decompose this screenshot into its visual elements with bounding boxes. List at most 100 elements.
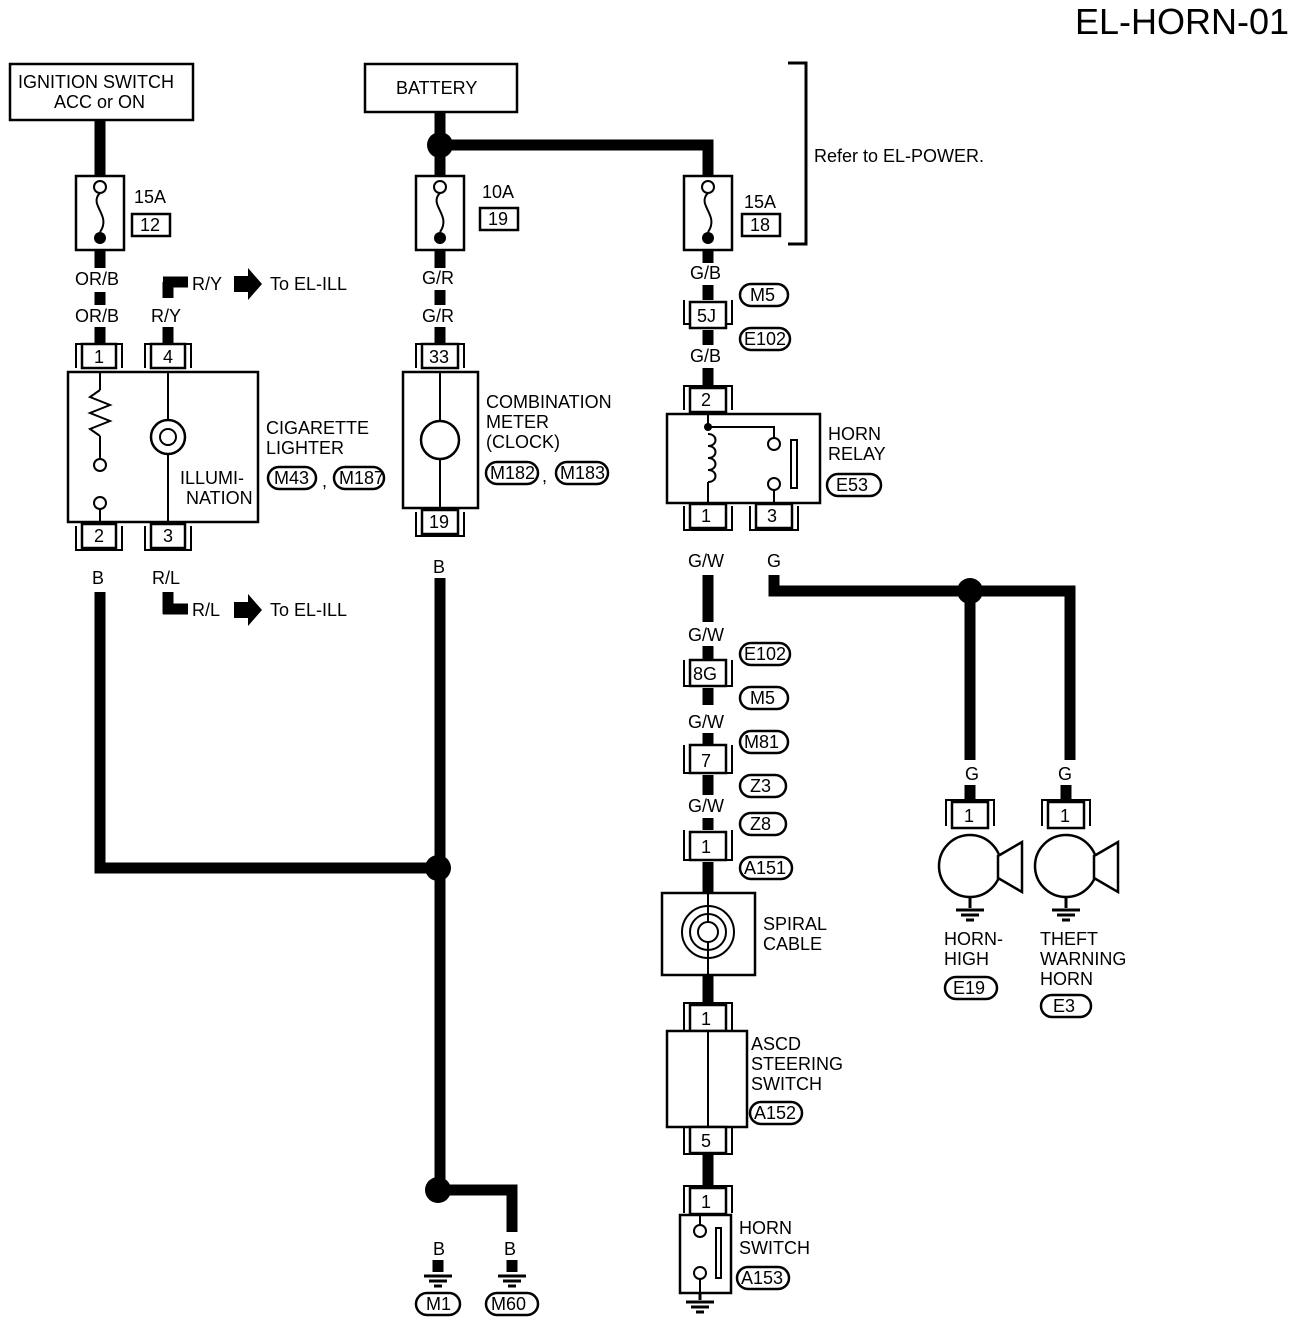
horn-relay-label: HORN <box>828 424 881 444</box>
fuse-19-number: 19 <box>488 209 508 229</box>
connector-m43 <box>266 465 318 491</box>
pin-4-label: 4 <box>163 347 173 367</box>
ground-m60-label: M60 <box>491 1294 526 1314</box>
combination-meter-label-3: (CLOCK) <box>486 432 560 452</box>
wire-label-r-l-2: R/L <box>192 600 220 620</box>
theft-horn-label: THEFT <box>1040 929 1098 949</box>
wire-label-g-w-3: G/W <box>688 712 724 732</box>
connector-a151-label: A151 <box>744 858 786 878</box>
ignition-switch-sublabel: ACC or ON <box>54 92 145 112</box>
battery-box <box>363 62 519 114</box>
clock-icon <box>419 419 461 461</box>
illumination-bulb-icon <box>149 418 187 456</box>
horn-high-icon <box>937 833 1003 899</box>
connector-m43-label: M43 <box>274 468 309 488</box>
wire-label-g-1: G <box>767 551 781 571</box>
ignition-switch-box <box>8 62 195 122</box>
wire-label-g-b-1: G/B <box>690 263 721 283</box>
fuse-18-rating: 15A <box>744 192 776 212</box>
ascd-pin-1-label: 1 <box>701 1009 711 1029</box>
ground-m1-label: M1 <box>426 1294 451 1314</box>
horn-switch-label: HORN <box>739 1218 792 1238</box>
combination-meter-label: COMBINATION <box>486 392 612 412</box>
ground-icon <box>424 1274 452 1288</box>
connector-m183 <box>554 460 610 486</box>
spiral-cable-label-2: CABLE <box>763 934 822 954</box>
connector-m187 <box>332 465 386 491</box>
connector-e102-label: E102 <box>744 644 786 664</box>
wire-label-or-b-2: OR/B <box>75 306 119 326</box>
illumination-label-2: NATION <box>186 488 253 508</box>
separator: , <box>542 466 547 486</box>
connector-a152-label: A152 <box>754 1103 796 1123</box>
theft-horn-label-2: WARNING <box>1040 949 1126 969</box>
fuse-12-rating: 15A <box>134 187 166 207</box>
ground-icon <box>686 1300 714 1314</box>
connector-m183-label: M183 <box>560 463 605 483</box>
fuse-12-number: 12 <box>140 215 160 235</box>
separator: , <box>322 471 327 491</box>
pin-2-label: 2 <box>701 390 711 410</box>
connector-m187-label: M187 <box>339 468 384 488</box>
connector-e3-label: E3 <box>1053 996 1075 1016</box>
cigarette-lighter-label: CIGARETTE <box>266 418 369 438</box>
theft-warning-horn-icon <box>1033 833 1099 899</box>
connector-e19-label: E19 <box>953 978 985 998</box>
pin-1-label: 1 <box>94 347 104 367</box>
connector-z3-label: Z3 <box>750 776 771 796</box>
wire-label-g-b-2: G/B <box>690 346 721 366</box>
wire-label-g-r-1: G/R <box>422 268 454 288</box>
wire-label-g-2: G <box>965 764 979 784</box>
fuse-19-rating: 10A <box>482 182 514 202</box>
wire-label-b-3: B <box>433 1239 445 1259</box>
theft-horn-label-3: HORN <box>1040 969 1093 989</box>
wire-label-or-b-1: OR/B <box>75 269 119 289</box>
wire-label-r-y-2: R/Y <box>151 306 181 326</box>
horn-high-pin-label: 1 <box>964 806 974 826</box>
connector-e102-label: E102 <box>744 329 786 349</box>
wire-label-r-l-1: R/L <box>152 568 180 588</box>
ground-icon <box>1052 908 1080 922</box>
relay-pin-1-label: 1 <box>701 506 711 526</box>
wire-label-b-1: B <box>92 568 104 588</box>
pin-8g-label: 8G <box>693 664 717 684</box>
cigarette-lighter-label-2: LIGHTER <box>266 438 344 458</box>
pin-2-label: 2 <box>94 526 104 546</box>
ascd-switch-label-3: SWITCH <box>751 1074 822 1094</box>
wire-label-g-w-1: G/W <box>688 551 724 571</box>
wire-label-g-r-2: G/R <box>422 306 454 326</box>
arrow-icon <box>234 268 262 300</box>
wire-label-g-3: G <box>1058 764 1072 784</box>
ascd-switch-label-2: STEERING <box>751 1054 843 1074</box>
ignition-switch-label: IGNITION SWITCH <box>18 72 174 92</box>
horn-high-label: HORN- <box>944 929 1003 949</box>
horn-switch-pin-label: 1 <box>701 1192 711 1212</box>
fuse-18-number: 18 <box>750 215 770 235</box>
to-el-ill-label-2: To EL-ILL <box>270 600 347 620</box>
ascd-switch-label: ASCD <box>751 1034 801 1054</box>
spiral-cable-label: SPIRAL <box>763 914 827 934</box>
relay-pin-3-label: 3 <box>767 506 777 526</box>
pin-7-label: 7 <box>701 751 711 771</box>
horn-high-label-2: HIGH <box>944 949 989 969</box>
wire-label-b-2: B <box>433 557 445 577</box>
connector-e53-label: E53 <box>836 475 868 495</box>
connector-a153-label: A153 <box>741 1268 783 1288</box>
relay-coil-icon <box>707 433 717 483</box>
battery-label: BATTERY <box>396 78 477 98</box>
connector-m5-label: M5 <box>750 688 775 708</box>
junction-dot <box>425 855 451 881</box>
connector-z8-label: Z8 <box>750 814 771 834</box>
fuse-12-number-box <box>130 212 172 238</box>
ground-m1 <box>414 1291 462 1317</box>
pin-19-label: 19 <box>429 512 449 532</box>
pin-5j-label: 5J <box>697 306 716 326</box>
ground-icon <box>956 908 984 922</box>
combination-meter-label-2: METER <box>486 412 549 432</box>
wire-label-b-4: B <box>504 1239 516 1259</box>
ground-icon <box>498 1274 526 1288</box>
wire-label-g-w-4: G/W <box>688 796 724 816</box>
wire-label-r-y-1: R/Y <box>192 274 222 294</box>
connector-m182-label: M182 <box>490 463 535 483</box>
